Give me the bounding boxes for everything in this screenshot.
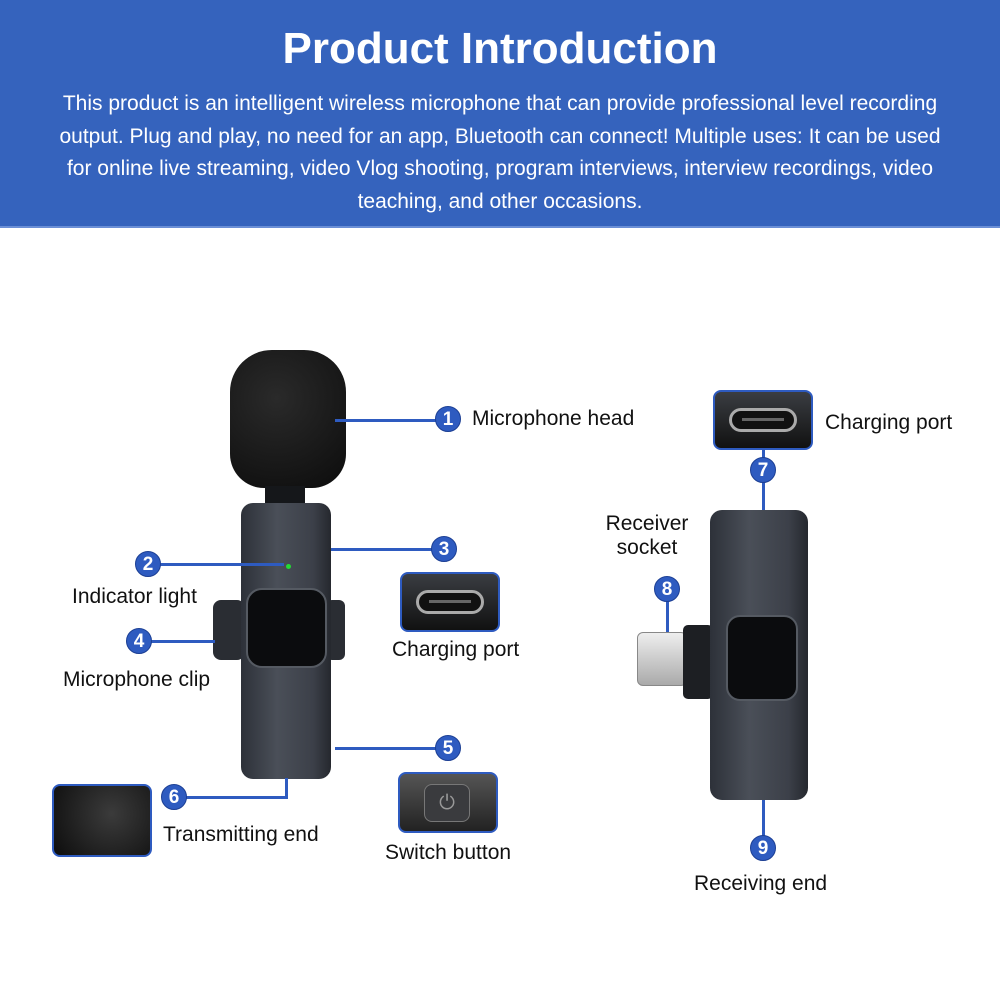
callout-line-9 — [762, 800, 765, 836]
callout-line-5 — [335, 747, 439, 750]
callout-badge-4: 4 — [126, 628, 152, 654]
power-icon: ⏻ — [424, 784, 470, 822]
callout-line-4 — [150, 640, 215, 643]
microphone-foam-head — [230, 350, 346, 488]
callout-line-8 — [666, 600, 669, 632]
callout-line-3 — [331, 548, 435, 551]
callout-line-6 — [185, 796, 288, 799]
page-title: Product Introduction — [282, 24, 718, 73]
indicator-light — [286, 564, 291, 569]
label-microphone-clip: Microphone clip — [63, 668, 211, 691]
label-receiving-end: Receiving end — [694, 872, 828, 895]
callout-badge-6: 6 — [161, 784, 187, 810]
usb-c-port-icon — [416, 590, 484, 614]
product-description: This product is an intelligent wireless … — [59, 92, 941, 213]
header-banner: Product Introduction This product is an … — [0, 0, 1000, 228]
callout-line-1 — [335, 419, 439, 422]
label-microphone-head: Microphone head — [472, 407, 635, 430]
microphone-neck — [265, 486, 305, 504]
label-switch-button: Switch button — [385, 841, 512, 864]
transmitting-end-closeup — [52, 784, 152, 857]
plug-collar — [683, 625, 713, 699]
callout-badge-9: 9 — [750, 835, 776, 861]
callout-badge-3: 3 — [431, 536, 457, 562]
switch-button-closeup: ⏻ — [398, 772, 498, 833]
usb-c-plug — [637, 632, 687, 686]
callout-line-6-vertical — [285, 778, 288, 799]
callout-badge-2: 2 — [135, 551, 161, 577]
callout-badge-1: 1 — [435, 406, 461, 432]
charging-port-closeup — [400, 572, 500, 632]
front-button — [246, 588, 327, 668]
usb-c-port-icon — [729, 408, 797, 432]
receiver-button — [726, 615, 798, 701]
callout-badge-5: 5 — [435, 735, 461, 761]
callout-badge-7: 7 — [750, 457, 776, 483]
clip-left — [213, 600, 245, 660]
label-indicator-light: Indicator light — [72, 585, 197, 608]
label-charging-port: Charging port — [392, 638, 520, 661]
label-transmitting-end: Transmitting end — [163, 823, 319, 846]
label-receiver-charging-port: Charging port — [825, 411, 953, 434]
callout-line-2 — [158, 563, 284, 566]
label-receiver-socket: Receiver socket — [605, 512, 689, 559]
receiver-charging-port-closeup — [713, 390, 813, 450]
callout-badge-8: 8 — [654, 576, 680, 602]
